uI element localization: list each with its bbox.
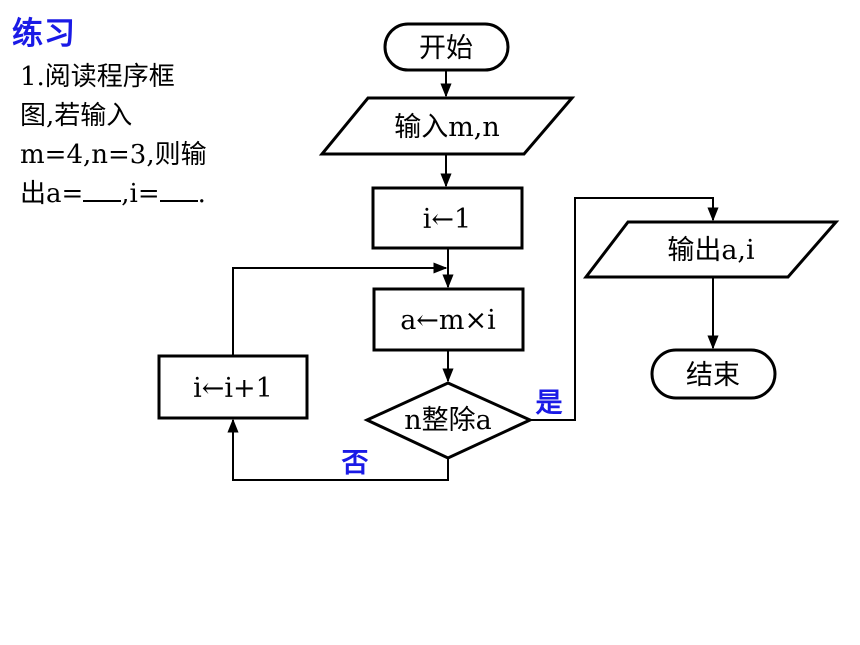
- init-label: i←1: [423, 204, 471, 235]
- input-label: 输入m,n: [394, 112, 500, 143]
- increment-process: [157, 354, 309, 420]
- question-line: 出a= ,i=.: [20, 175, 245, 214]
- start-label: 开始: [419, 33, 473, 64]
- no-branch-label: 否: [342, 448, 369, 479]
- output-parallelogram: [582, 220, 840, 279]
- end-label: 结束: [686, 360, 740, 391]
- init-process: [371, 186, 524, 250]
- increment-label: i←i+1: [193, 373, 273, 404]
- arrow-yes-to-output: [530, 197, 719, 421]
- condition-label: n整除a: [404, 405, 492, 436]
- answer-blank-i: [159, 178, 198, 202]
- question-line: 1.阅读程序框: [20, 62, 175, 92]
- compute-label: a←m×i: [400, 305, 496, 336]
- question-line: 图,若输入: [20, 101, 133, 131]
- end-terminal: [650, 348, 777, 400]
- compute-process: [372, 287, 525, 352]
- arrow-no-to-increment: [227, 418, 449, 481]
- question-text-part: 出a=: [20, 179, 84, 209]
- connectors: [227, 70, 719, 481]
- yes-branch-label: 是: [536, 388, 563, 419]
- question-line: m=4,n=3,则输: [20, 140, 207, 170]
- question-text: 1.阅读程序框 图,若输入 m=4,n=3,则输 出a= ,i=.: [20, 58, 245, 214]
- condition-decision: [363, 381, 534, 460]
- start-terminal: [383, 22, 510, 72]
- arrow-loop-back: [232, 262, 448, 355]
- input-parallelogram: [318, 96, 576, 156]
- answer-blank-a: [83, 178, 122, 202]
- question-text-part: ,i=: [121, 179, 160, 209]
- exercise-heading: 练习: [12, 16, 76, 52]
- question-text-part: .: [197, 179, 206, 209]
- output-label: 输出a,i: [667, 235, 755, 266]
